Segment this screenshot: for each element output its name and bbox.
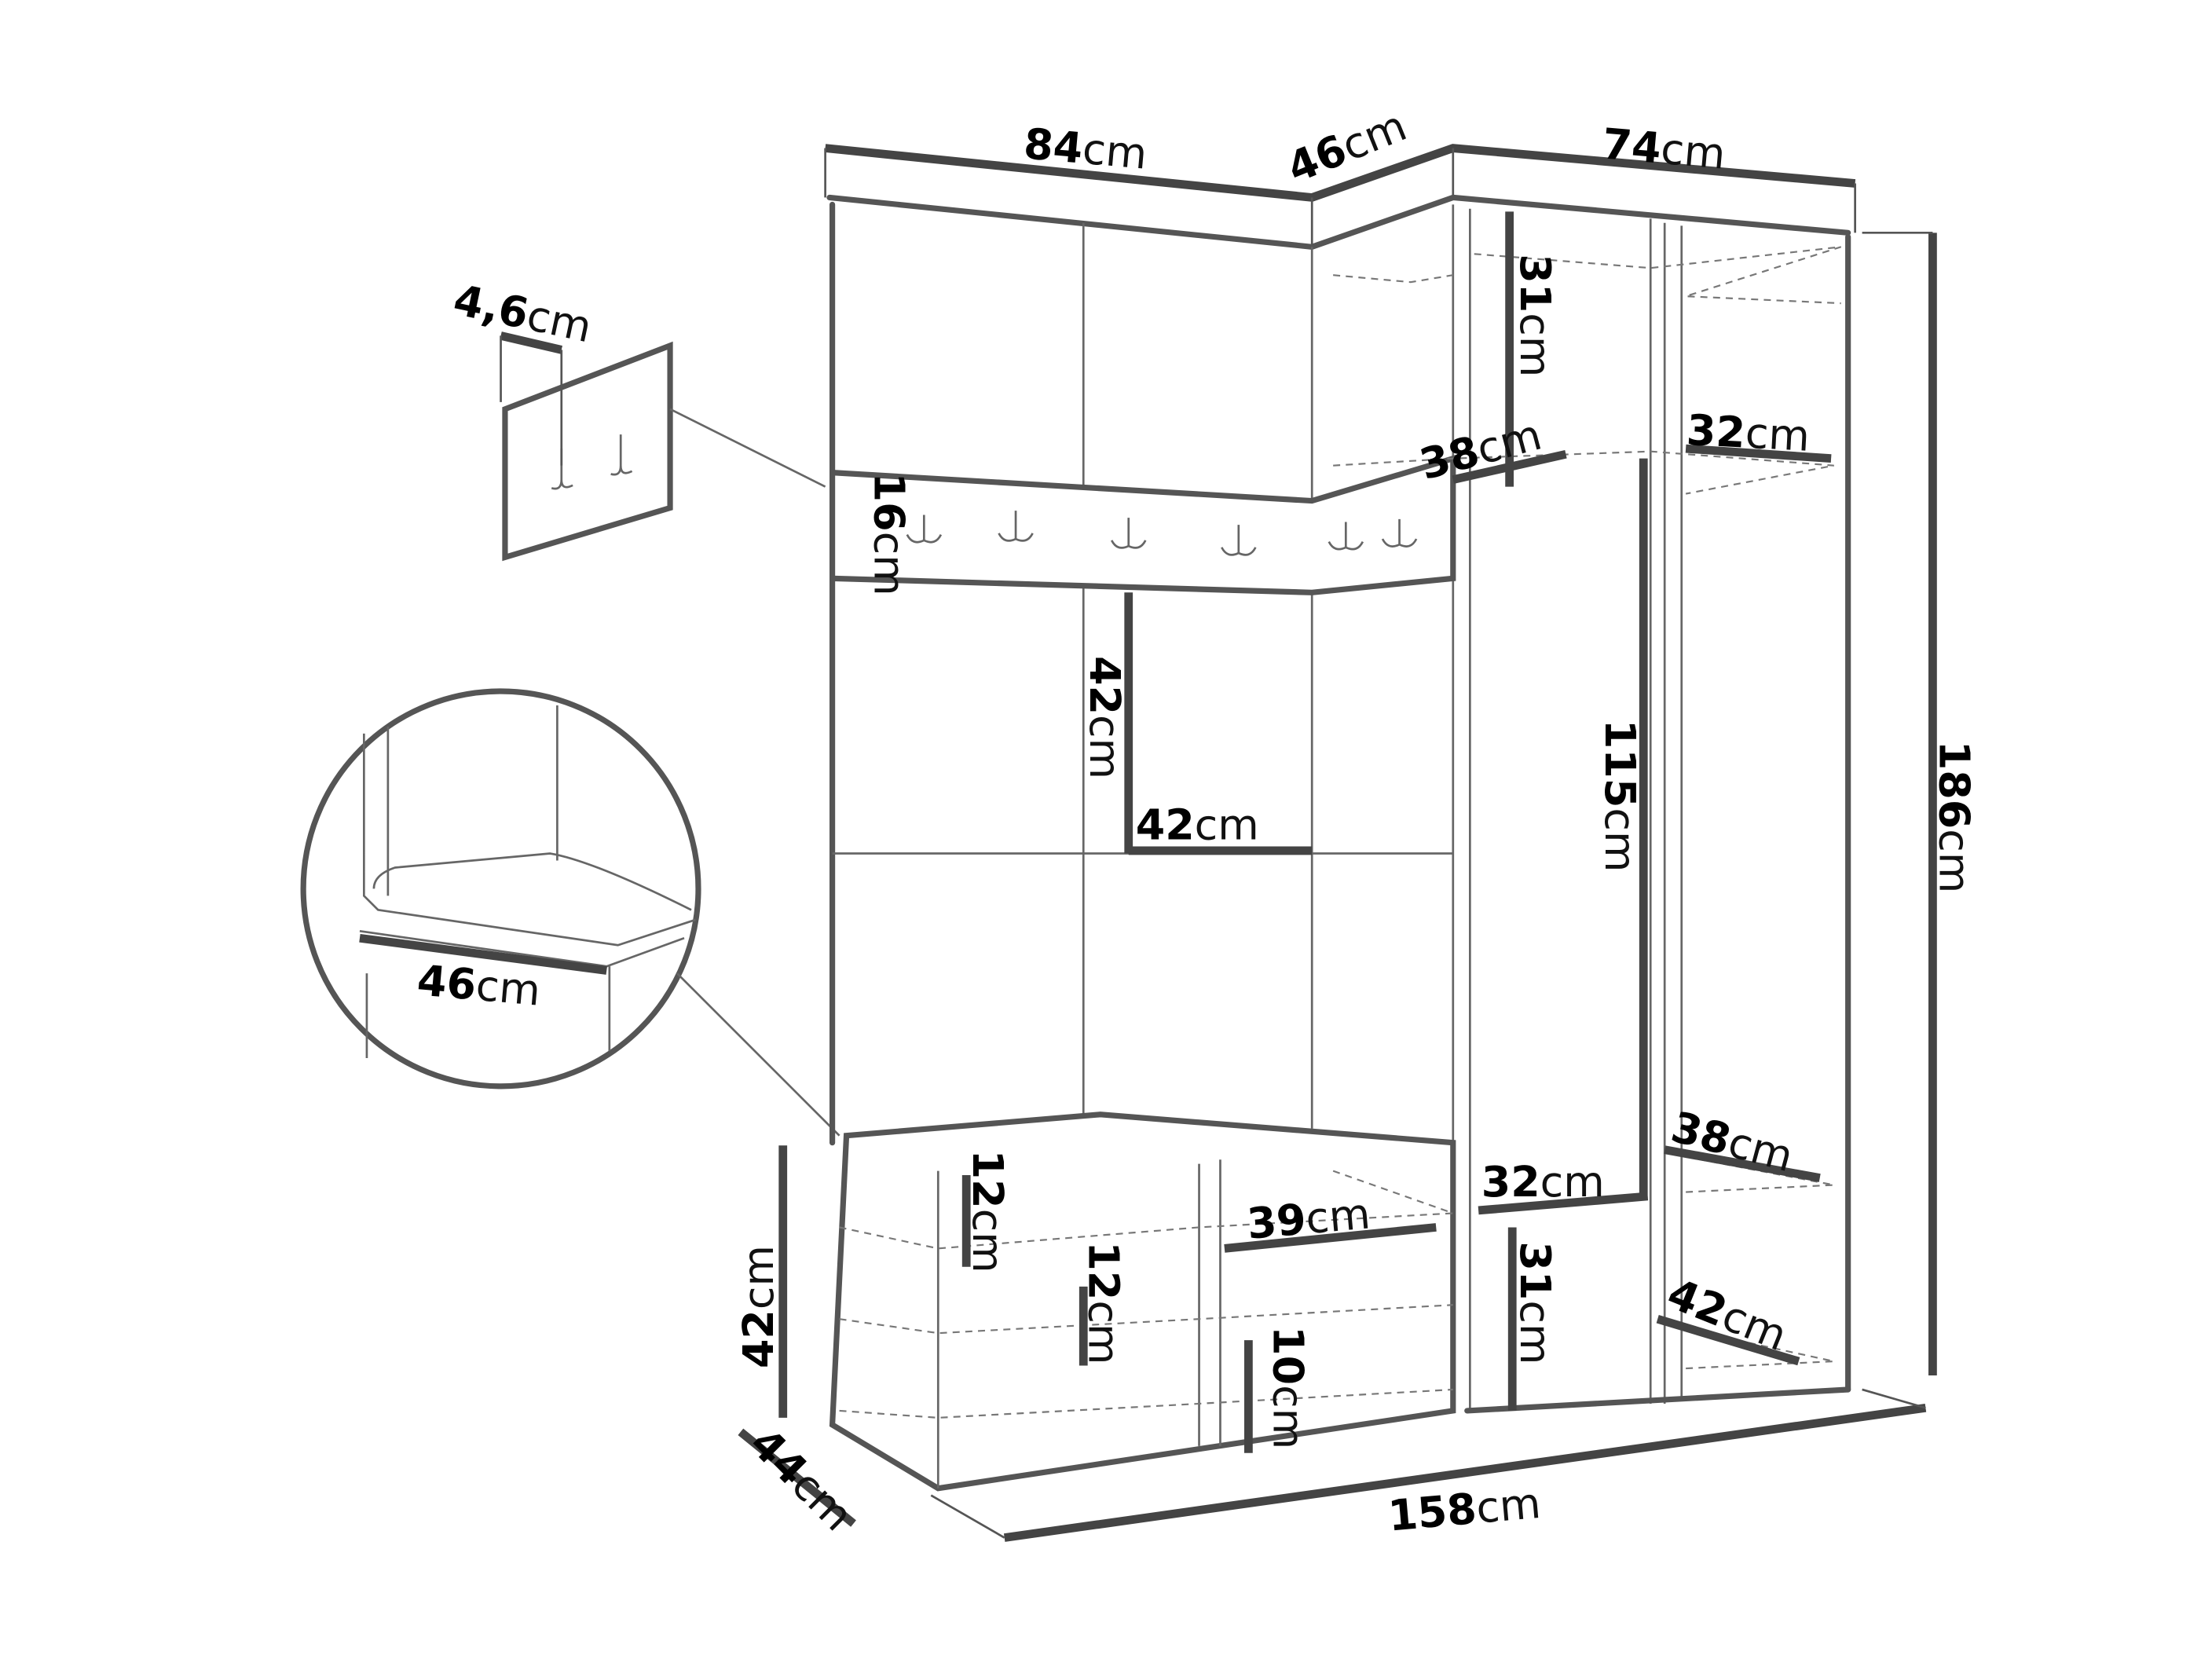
label-top-left-width: 84cm	[1022, 119, 1149, 178]
label-bench-compartment-height-a: 12cm	[963, 1150, 1013, 1273]
dimension-labels: 84cm 46cm 74cm 4,6cm 16cm 31cm 38cm 32cm…	[416, 101, 1979, 1540]
label-bench-compartment-height-c: 10cm	[1264, 1326, 1313, 1449]
hook-panel-detail	[500, 331, 826, 562]
label-bench-compartment-height-b: 12cm	[1079, 1241, 1128, 1364]
label-top-right-width: 74cm	[1600, 119, 1727, 178]
hook-icon	[551, 449, 573, 490]
hook-icon	[906, 515, 943, 544]
label-upper-shelf-depth: 38cm	[1415, 410, 1547, 489]
label-upper-shelf-height: 31cm	[1511, 254, 1560, 377]
label-hook-panel-depth: 4,6cm	[449, 275, 596, 353]
label-bench-height: 42cm	[734, 1245, 783, 1368]
label-middle-shelf-depth: 32cm	[1481, 1157, 1605, 1207]
label-bench-shelf-width: 39cm	[1245, 1188, 1372, 1248]
hook-icon	[1328, 522, 1364, 551]
label-total-width: 158cm	[1386, 1478, 1543, 1541]
seat-detail-circle	[300, 688, 840, 1137]
hook-icon	[998, 511, 1034, 542]
hook-icon	[1221, 525, 1257, 556]
label-bench-depth: 44cm	[741, 1418, 863, 1540]
label-seat-depth: 46cm	[416, 955, 543, 1015]
label-total-height: 186cm	[1929, 741, 1979, 894]
label-hanging-height: 115cm	[1595, 720, 1645, 873]
label-right-lower-shelf-depth: 38cm	[1666, 1102, 1798, 1181]
label-hook-panel-height: 16cm	[864, 473, 914, 596]
hook-icon	[1110, 518, 1147, 549]
furniture-body	[738, 144, 1937, 1542]
label-panel-width: 42cm	[1136, 800, 1259, 850]
label-lower-shelf-height: 31cm	[1511, 1241, 1560, 1364]
label-right-upper-shelf-depth: 32cm	[1685, 405, 1811, 461]
label-panel-height: 42cm	[1080, 656, 1130, 779]
hook-icon	[1381, 518, 1418, 548]
label-top-corner-width: 46cm	[1280, 101, 1413, 192]
hook-icon	[610, 434, 633, 476]
